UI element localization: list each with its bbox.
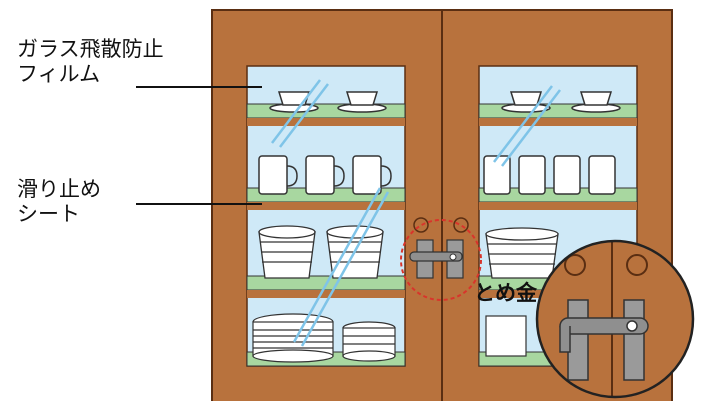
mugs (258, 155, 616, 195)
film-label: ガラス飛散防止 フィルム (17, 37, 164, 87)
mat-label-line1: 滑り止め (17, 177, 101, 201)
bowls (258, 225, 559, 279)
mat-label: 滑り止め シート (17, 177, 101, 227)
film-label-line2: フィルム (17, 62, 101, 86)
latch-zoom (535, 239, 695, 399)
glass-shine (271, 79, 561, 347)
mat-label-line2: シート (17, 202, 80, 226)
film-label-line1: ガラス飛散防止 (17, 37, 164, 61)
plates (252, 313, 527, 363)
cups (269, 91, 621, 113)
latch-label: とめ金 (474, 281, 537, 305)
leader-lines (136, 86, 262, 205)
latch-highlight-circle (400, 219, 482, 301)
latch (409, 217, 469, 279)
